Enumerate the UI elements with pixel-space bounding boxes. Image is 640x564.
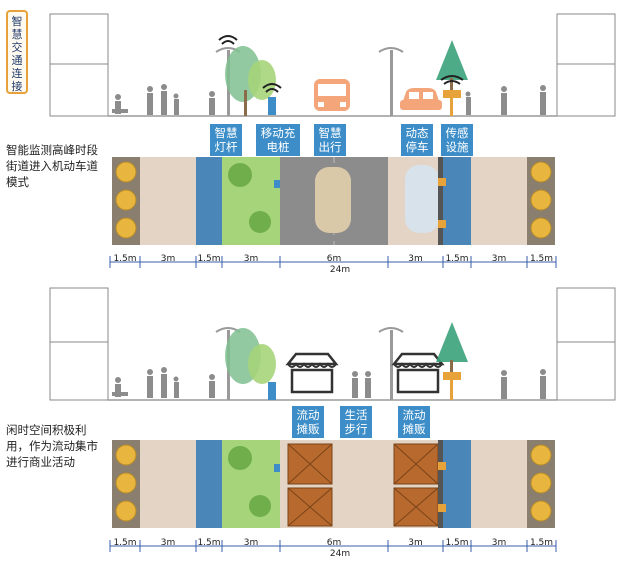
dim-2-8: 1.5m [529, 538, 554, 548]
building-right [556, 13, 616, 117]
label-mobile-charging: 移动充电桩 [256, 124, 300, 156]
street-plan-1 [112, 157, 555, 245]
dim-1-8: 1.5m [529, 254, 554, 264]
bus-icon [314, 79, 350, 111]
dim-2-2: 1.5m [197, 538, 221, 548]
label-mobile-vendor-left: 流动摊贩 [292, 406, 324, 438]
dim-2-7: 3m [491, 538, 507, 548]
dim-1-6: 1.5m [445, 254, 469, 264]
dim-2-4: 6m [326, 538, 342, 548]
dim-1-4: 6m [326, 254, 342, 264]
dimension-line-2 [109, 540, 557, 552]
lamp-pole-right-2 [378, 327, 404, 400]
market-stall-icon-right [391, 352, 445, 394]
dim-2-5: 3m [408, 538, 423, 548]
section-2-illustration [49, 287, 616, 552]
sensor-device [440, 75, 464, 116]
dim-2-1: 3m [160, 538, 176, 548]
dim-1-7: 3m [491, 254, 507, 264]
dim-1-3: 3m [243, 254, 259, 264]
label-life-walking: 生活步行 [340, 406, 372, 438]
charging-pile [262, 83, 282, 115]
dim-2-3: 3m [243, 538, 259, 548]
smart-traffic-tag: 智慧交通连接 [6, 10, 28, 94]
pedestrians-right [465, 85, 546, 115]
street-plan-2 [112, 440, 555, 528]
section-1-description: 智能监测高峰时段街道进入机动车道模式 [6, 143, 98, 189]
dim-2-0: 1.5m [113, 538, 137, 548]
dimension-line-1 [109, 256, 557, 268]
section-2-description: 闲时空间积极利用，作为流动集市进行商业活动 [6, 423, 98, 469]
label-smart-travel: 智慧出行 [314, 124, 346, 156]
car-icon [400, 88, 442, 110]
lamp-tree-left-2 [215, 327, 276, 400]
section-1-illustration [49, 13, 616, 268]
dim-1-2: 1.5m [197, 254, 221, 264]
market-stall-icon-left [285, 352, 339, 394]
label-sensor: 传感设施 [441, 124, 473, 156]
building-left-2 [49, 287, 109, 401]
dim-1-5: 3m [408, 254, 423, 264]
pedestrians-left-2 [112, 367, 546, 399]
label-smart-lamp: 智慧灯杆 [210, 124, 242, 156]
dim-2-6: 1.5m [445, 538, 469, 548]
label-dynamic-parking: 动态停车 [401, 124, 433, 156]
pedestrians-left [112, 84, 215, 115]
label-mobile-vendor-right: 流动摊贩 [398, 406, 430, 438]
dim-1-1: 3m [160, 254, 176, 264]
dim-2-total: 24m [329, 549, 351, 559]
dim-1-0: 1.5m [113, 254, 137, 264]
dim-1-total: 24m [329, 265, 351, 275]
building-right-2 [556, 287, 616, 401]
building-left [49, 13, 109, 117]
tree-right-2 [436, 322, 468, 400]
lamp-pole-right [378, 47, 404, 116]
